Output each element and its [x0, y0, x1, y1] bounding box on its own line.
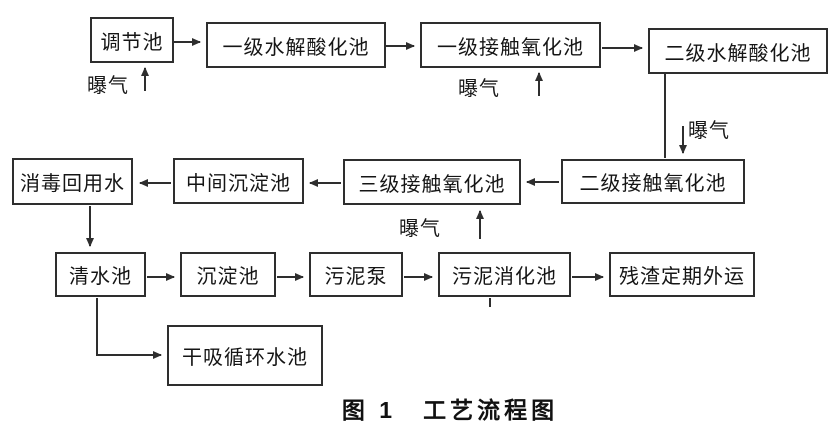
- node-sedimentation-tank: 沉淀池: [180, 252, 276, 297]
- node-residue-periodic-removal: 残渣定期外运: [609, 252, 755, 297]
- node-dry-absorption-circulating-water-tank: 干吸循环水池: [167, 325, 323, 386]
- node-disinfection-reuse-water: 消毒回用水: [12, 158, 133, 205]
- aeration-label-tertiary-contact-oxidation: 曝气: [399, 218, 441, 240]
- node-regulating-tank: 调节池: [90, 17, 174, 63]
- node-clear-water-tank: 清水池: [55, 252, 146, 297]
- aeration-label-primary-contact-oxidation: 曝气: [458, 78, 500, 100]
- node-primary-hydrolysis-acidification-tank: 一级水解酸化池: [206, 22, 386, 68]
- node-sludge-pump: 污泥泵: [309, 252, 403, 297]
- node-secondary-hydrolysis-acidification-tank: 二级水解酸化池: [648, 28, 828, 74]
- aeration-label-secondary-contact-oxidation: 曝气: [688, 120, 730, 142]
- figure-caption: 图 1 工艺流程图: [341, 397, 559, 423]
- node-primary-contact-oxidation-tank: 一级接触氧化池: [420, 22, 601, 68]
- node-secondary-contact-oxidation-tank: 二级接触氧化池: [561, 159, 745, 204]
- aeration-label-regulating-tank: 曝气: [87, 75, 129, 97]
- node-intermediate-sedimentation-tank: 中间沉淀池: [173, 158, 304, 204]
- node-sludge-digestion-tank: 污泥消化池: [438, 252, 571, 297]
- node-tertiary-contact-oxidation-tank: 三级接触氧化池: [343, 159, 521, 205]
